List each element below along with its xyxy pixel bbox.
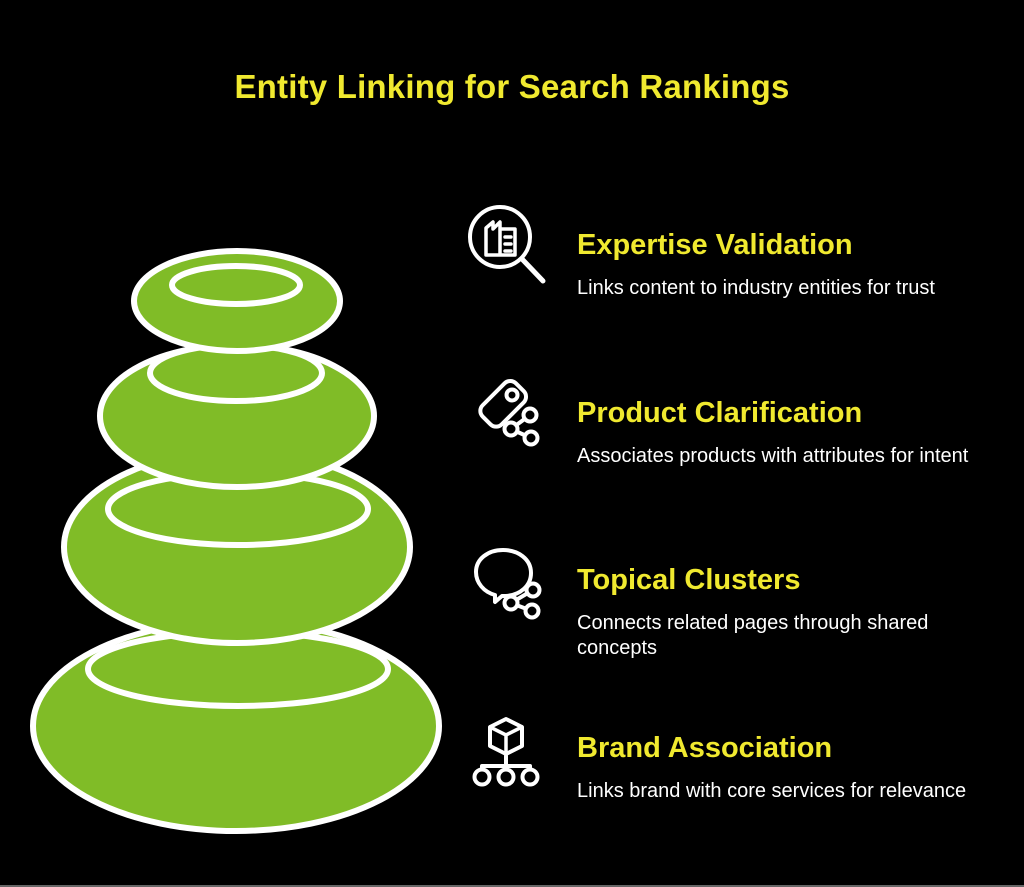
feature-title: Product Clarification bbox=[577, 397, 863, 429]
balanced-stones-graphic bbox=[30, 248, 442, 834]
feature-row-brand-association: Brand Association Links brand with core … bbox=[462, 706, 1022, 804]
feature-text-block: Topical Clusters Connects related pages … bbox=[552, 538, 997, 661]
feature-description: Connects related pages through shared co… bbox=[577, 612, 929, 659]
feature-description: Links brand with core services for relev… bbox=[577, 780, 967, 802]
feature-row-topical-clusters: Topical Clusters Connects related pages … bbox=[462, 538, 1022, 661]
feature-row-product-clarification: Product Clarification Associates product… bbox=[462, 371, 1022, 469]
feature-title: Brand Association bbox=[577, 732, 833, 764]
feature-text-block: Brand Association Links brand with core … bbox=[552, 706, 997, 804]
bottom-edge-divider bbox=[0, 885, 1024, 887]
feature-description: Associates products with attributes for … bbox=[577, 445, 969, 467]
tag-share-icon bbox=[478, 378, 540, 447]
feature-text-block: Product Clarification Associates product… bbox=[552, 371, 997, 469]
feature-title: Topical Clusters bbox=[577, 564, 801, 596]
feature-description: Links content to industry entities for t… bbox=[577, 277, 935, 299]
feature-row-expertise-validation: Expertise Validation Links content to in… bbox=[462, 203, 1022, 301]
page-title: Entity Linking for Search Rankings bbox=[234, 68, 790, 105]
cube-hierarchy-icon bbox=[472, 717, 540, 787]
stone-1-top-surface bbox=[169, 263, 303, 307]
feature-text-block: Expertise Validation Links content to in… bbox=[552, 203, 997, 301]
feature-title: Expertise Validation bbox=[577, 229, 853, 261]
speech-bubble-share-icon bbox=[474, 548, 542, 620]
magnifier-industry-icon bbox=[468, 205, 546, 284]
